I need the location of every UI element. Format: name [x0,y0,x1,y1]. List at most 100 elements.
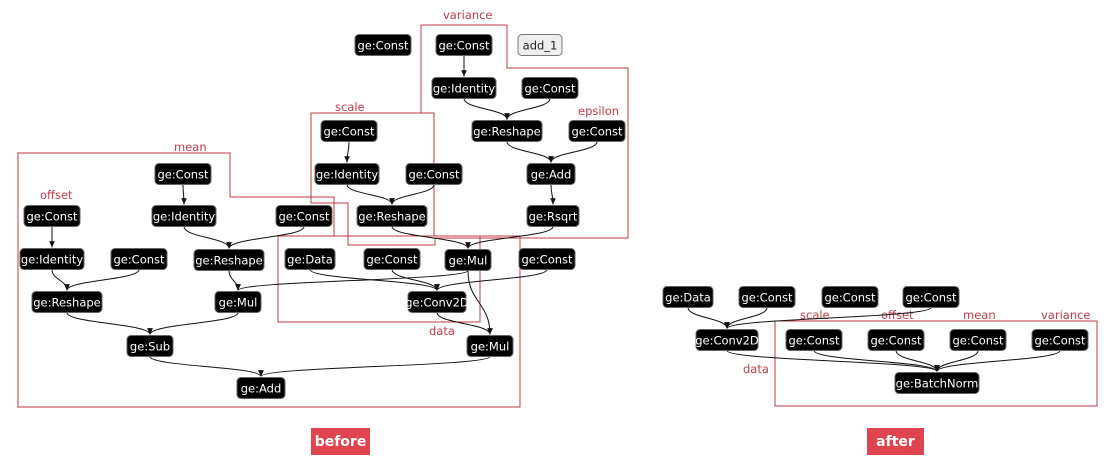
node-label: ge:Const [323,125,375,139]
edge-b-scale-identity-to-b-reshape-s [346,184,395,205]
node-b-const-o[interactable]: ge:Const [110,248,168,270]
b-region-mean-label: mean [174,140,207,154]
node-label: ge:Add [531,168,572,182]
node-b-reshape-o[interactable]: ge:Reshape [31,291,103,313]
node-b-const-s[interactable]: ge:Const [405,163,463,185]
node-b-rsqrt[interactable]: ge:Rsqrt [526,205,580,227]
node-a-const3[interactable]: ge:Const [902,286,960,308]
node-a-offset-const[interactable]: ge:Const [867,329,925,351]
node-label: ge:Const [524,82,576,96]
node-label: ge:Const [824,291,876,305]
node-label: ge:Const [408,168,460,182]
node-label: ge:Const [521,253,573,267]
node-box [785,329,843,351]
node-label: ge:Identity [153,210,216,224]
node-box [435,34,493,56]
node-a-scale-const[interactable]: ge:Const [785,329,843,351]
node-a-conv2d[interactable]: ge:Conv2D [695,329,759,351]
node-a-mean-const[interactable]: ge:Const [949,329,1007,351]
edge-b-const-o-to-b-reshape-o [64,269,140,291]
node-box [214,291,262,313]
edge-b-sub-to-b-add-final [149,356,264,377]
b-region-scale-label: scale [335,100,365,114]
node-b-mul3[interactable]: ge:Mul [466,335,514,357]
node-b-const-r[interactable]: ge:Const [521,77,579,99]
node-label: ge:Mul [219,296,258,310]
edge-b-mean-const-to-b-mean-identity [181,184,187,205]
node-box [405,163,463,185]
node-b-add-final[interactable]: ge:Add [236,377,286,399]
node-box [568,120,626,142]
node-b-const-c[interactable]: ge:Const [363,248,421,270]
node-box [23,205,81,227]
edge-b-reshape-o-to-b-sub [66,312,153,335]
node-layer: ge:Const ge:Const add_1 ge:Identity ge:Const… [19,34,1089,399]
node-b-eps-const[interactable]: ge:Const [568,120,626,142]
node-box [363,248,421,270]
b-region-data-label: data [429,324,455,338]
edge-b-mul1-to-b-mul2 [235,270,469,291]
node-box [695,329,759,351]
edge-b-const-w-to-b-conv2d [434,269,548,291]
node-label: ge:Const [26,210,78,224]
node-b-const-m[interactable]: ge:Const [275,205,333,227]
node-b-add[interactable]: ge:Add [526,163,576,185]
node-b-var-const[interactable]: ge:Const [435,34,493,56]
node-b-const-w[interactable]: ge:Const [518,248,576,270]
node-b-offset-identity[interactable]: ge:Identity [19,248,85,270]
node-b-reshape-s[interactable]: ge:Reshape [356,205,428,227]
node-a-var-const[interactable]: ge:Const [1031,329,1089,351]
a-region-mean-label: mean [963,308,996,322]
node-b-scale-identity[interactable]: ge:Identity [314,163,380,185]
node-b-scale-const[interactable]: ge:Const [320,120,378,142]
node-b-var-identity[interactable]: ge:Identity [431,77,497,99]
node-box [275,205,333,227]
node-a-data[interactable]: ge:Data [662,286,714,308]
b-region-data-outline [277,235,481,323]
node-box [19,248,85,270]
node-b-offset-const[interactable]: ge:Const [23,205,81,227]
a-region-scale-outline [774,320,1098,407]
node-box [31,291,103,313]
node-box [151,205,217,227]
edge-b-data-to-b-conv2d [309,269,440,291]
node-label: ge:Const [788,334,840,348]
edge-b-const-c-to-b-conv2d [391,269,440,291]
node-box [314,163,380,185]
before-badge: before [311,428,370,455]
node-b-reshape-m[interactable]: ge:Reshape [193,249,265,271]
node-label: ge:Const [905,291,957,305]
node-label: ge:Rsqrt [529,210,578,224]
edge-layer [49,55,1061,377]
b-region-variance-label: variance [443,8,493,22]
node-label: ge:Reshape [473,125,541,139]
edge-b-offset-identity-to-b-reshape-o [51,269,70,291]
node-a-const1[interactable]: ge:Const [738,286,796,308]
node-label: ge:Reshape [33,296,101,310]
edge-b-mean-identity-to-b-reshape-m [183,226,232,249]
node-b-add1[interactable]: add_1 [517,34,563,56]
node-b-mul2[interactable]: ge:Mul [214,291,262,313]
node-label: ge:Identity [316,168,379,182]
node-b-mean-const[interactable]: ge:Const [154,163,212,185]
node-b-data[interactable]: ge:Data [284,248,336,270]
node-box [902,286,960,308]
edge-b-eps-const-to-b-add [548,141,598,163]
node-b-conv2d[interactable]: ge:Conv2D [405,291,469,313]
node-b-sub[interactable]: ge:Sub [126,335,174,357]
node-b-const-top[interactable]: ge:Const [354,34,412,56]
node-label: ge:Const [366,253,418,267]
node-b-mean-identity[interactable]: ge:Identity [151,205,217,227]
node-b-reshape-var[interactable]: ge:Reshape [471,120,543,142]
edge-b-add-to-b-rsqrt [550,184,556,205]
node-a-const2[interactable]: ge:Const [821,286,879,308]
node-box [356,205,428,227]
node-label: ge:BatchNorm [896,377,979,391]
b-region-offset-label: offset [40,188,73,202]
node-box [526,163,576,185]
node-a-batchnorm[interactable]: ge:BatchNorm [894,372,980,394]
node-b-mul1[interactable]: ge:Mul [444,249,492,271]
node-box [320,120,378,142]
